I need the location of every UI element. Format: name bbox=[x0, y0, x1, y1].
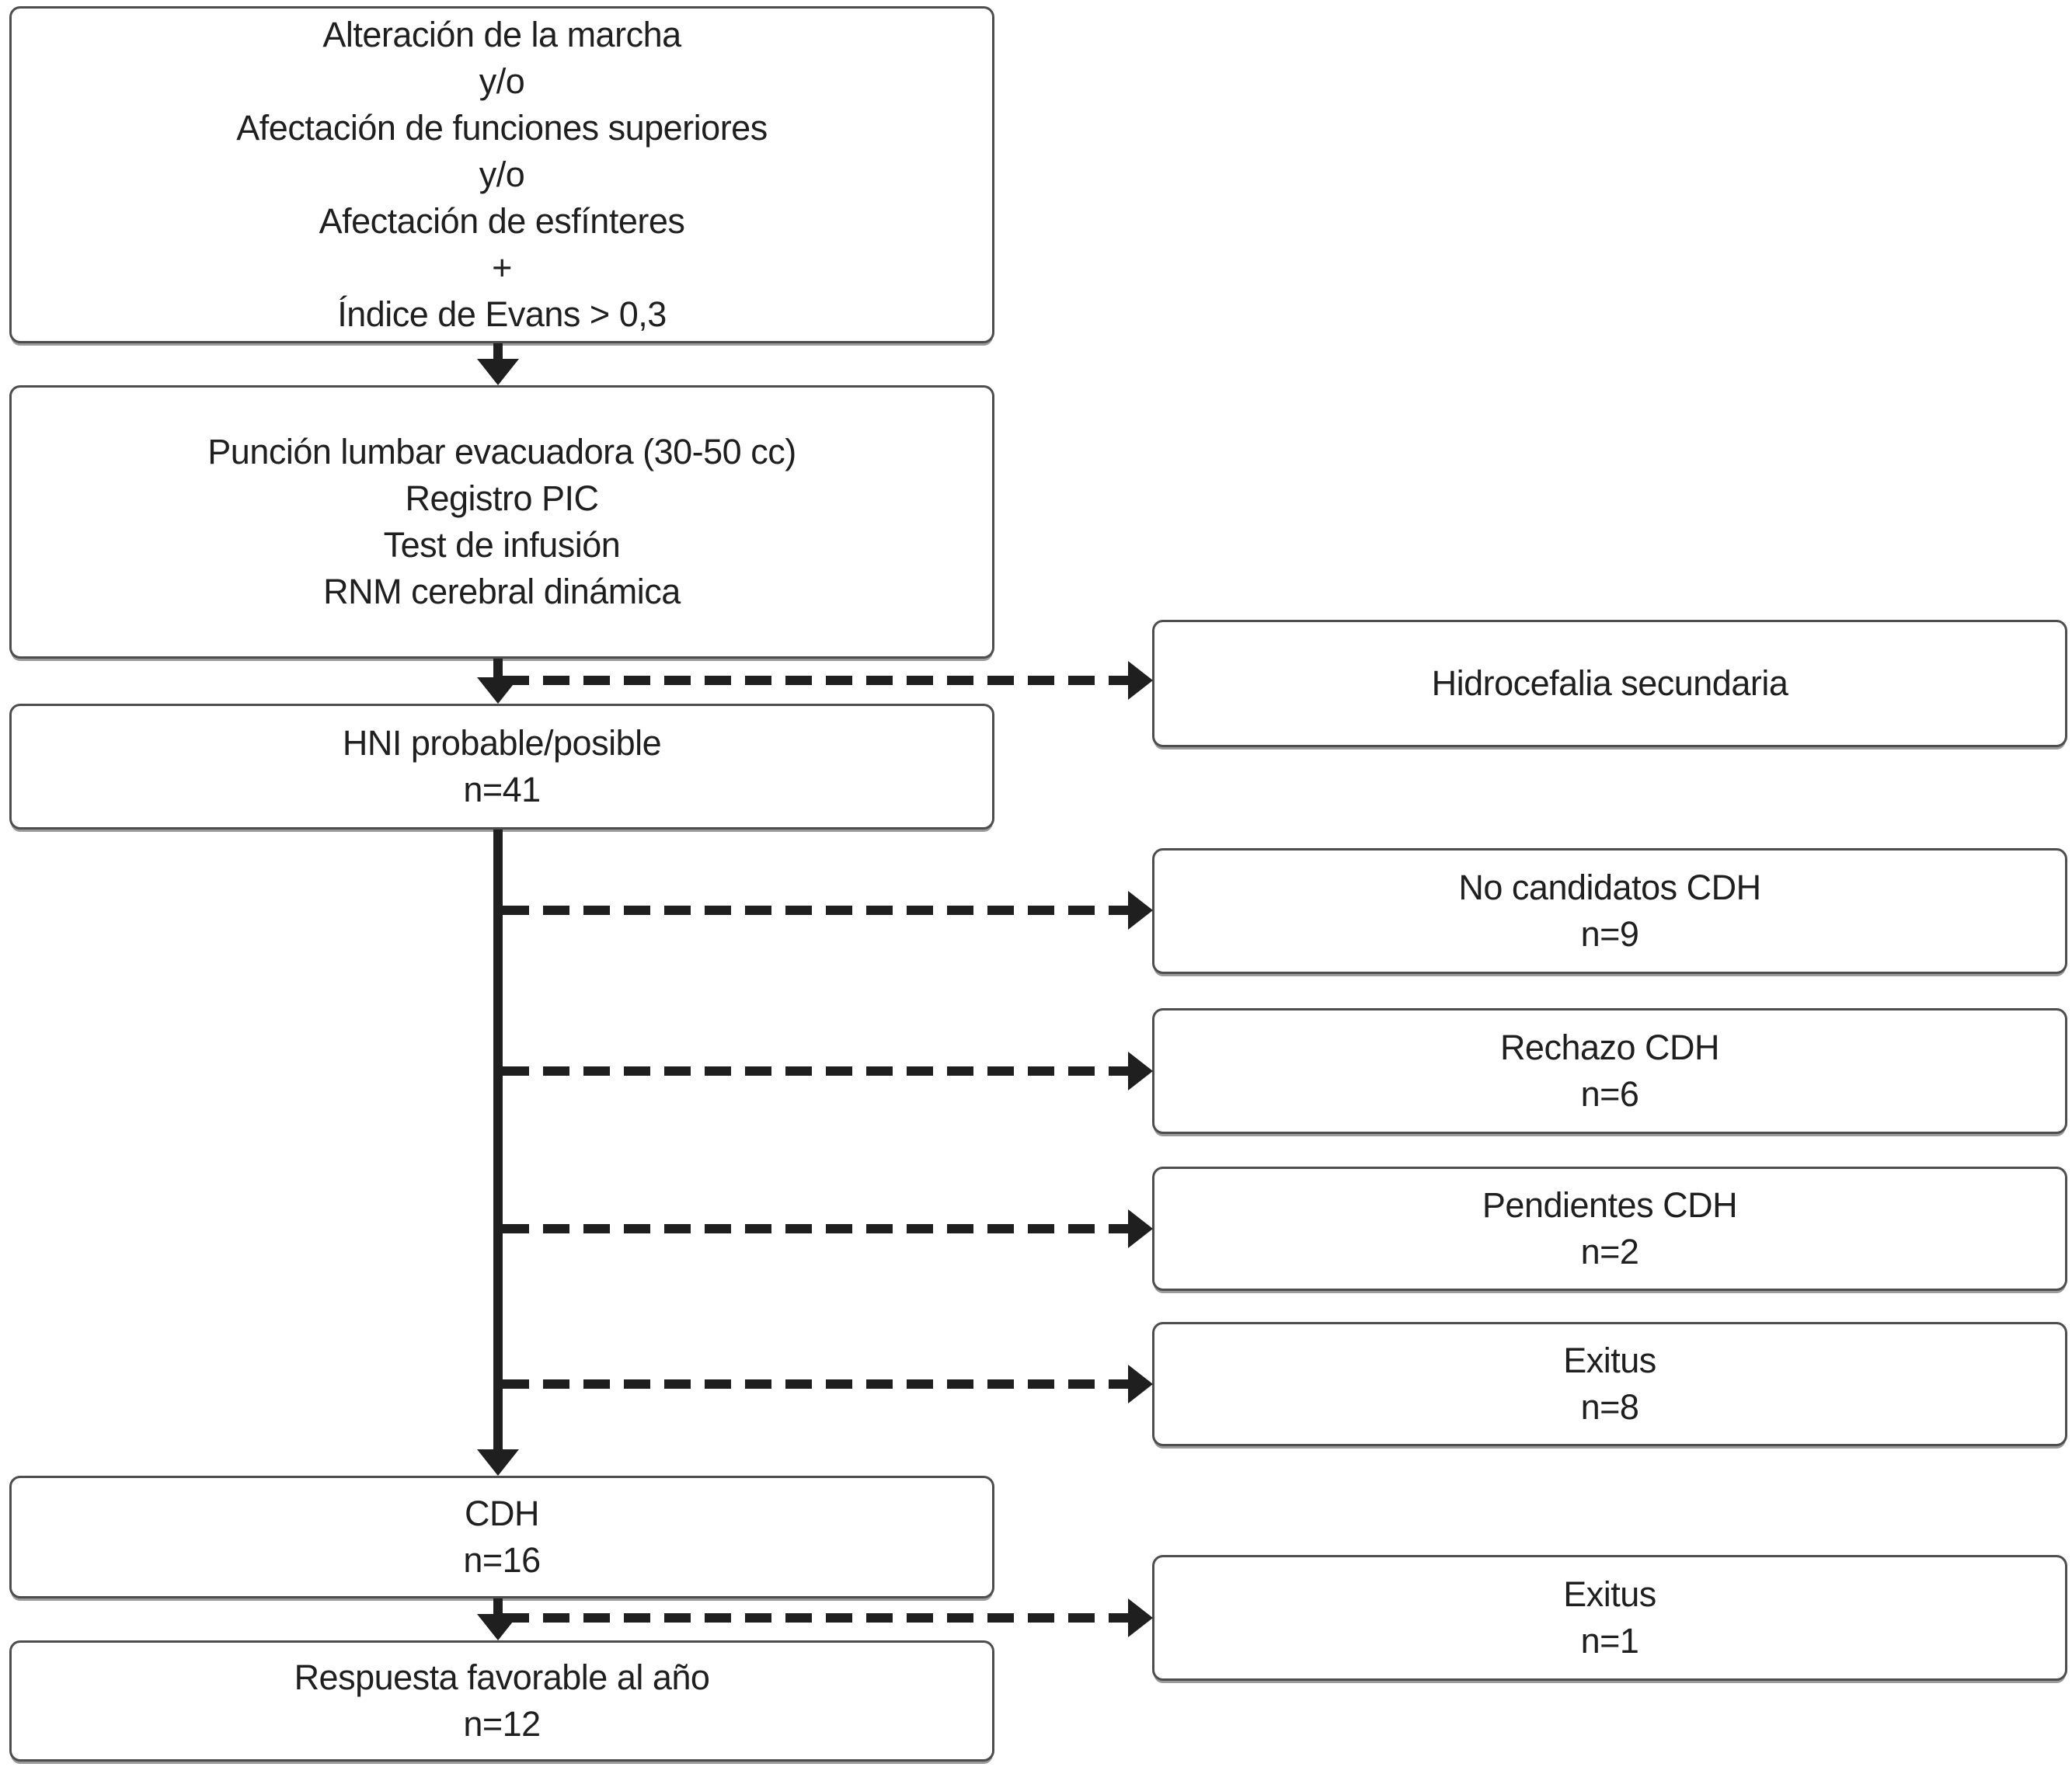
exitus-pre-title: Exitus bbox=[1563, 1341, 1656, 1380]
pendientes-box: Pendientes CDH n=2 bbox=[1152, 1167, 2067, 1291]
diagnostic-tests-box: Punción lumbar evacuadora (30-50 cc) Reg… bbox=[9, 385, 994, 659]
rechazo-box: Rechazo CDH n=6 bbox=[1152, 1008, 2067, 1134]
right-arrowhead-icon bbox=[1128, 1209, 1153, 1248]
criteria-line: Alteración de la marcha bbox=[322, 15, 681, 54]
pendientes-title: Pendientes CDH bbox=[1482, 1185, 1738, 1225]
exitus-post-count: n=1 bbox=[1580, 1621, 1639, 1661]
criteria-box: Alteración de la marcha y/o Afectación d… bbox=[9, 6, 994, 343]
exitus-pre-count: n=8 bbox=[1580, 1387, 1639, 1427]
dashed-connector-hidrocefalia bbox=[503, 676, 1128, 685]
criteria-line: Afectación de funciones superiores bbox=[236, 108, 768, 148]
rechazo-count: n=6 bbox=[1580, 1074, 1639, 1114]
tests-line: Registro PIC bbox=[405, 478, 599, 518]
hni-box: HNI probable/posible n=41 bbox=[9, 704, 994, 830]
respuesta-title: Respuesta favorable al año bbox=[294, 1657, 710, 1697]
connector-hni-to-cdh bbox=[493, 830, 503, 1454]
hni-count: n=41 bbox=[463, 770, 541, 809]
no-candidatos-title: No candidatos CDH bbox=[1458, 868, 1761, 907]
exitus-pre-box: Exitus n=8 bbox=[1152, 1322, 2067, 1446]
tests-line: Punción lumbar evacuadora (30-50 cc) bbox=[207, 432, 796, 471]
hidrocefalia-title: Hidrocefalia secundaria bbox=[1431, 663, 1788, 703]
respuesta-count: n=12 bbox=[463, 1704, 541, 1744]
dashed-connector-no-candidatos bbox=[503, 906, 1128, 915]
tests-line: RNM cerebral dinámica bbox=[323, 572, 681, 611]
criteria-line: + bbox=[492, 248, 512, 287]
connector-criteria-to-tests bbox=[493, 343, 503, 363]
dashed-connector-exitus-pre bbox=[503, 1379, 1128, 1389]
rechazo-title: Rechazo CDH bbox=[1499, 1028, 1720, 1067]
right-arrowhead-icon bbox=[1128, 1365, 1153, 1404]
dashed-connector-pendientes bbox=[503, 1224, 1128, 1233]
criteria-line: y/o bbox=[479, 155, 525, 194]
exitus-post-box: Exitus n=1 bbox=[1152, 1555, 2067, 1681]
right-arrowhead-icon bbox=[1128, 1052, 1153, 1090]
right-arrowhead-icon bbox=[1128, 1598, 1153, 1637]
exitus-post-title: Exitus bbox=[1563, 1574, 1656, 1614]
hidrocefalia-secundaria-box: Hidrocefalia secundaria bbox=[1152, 620, 2067, 747]
criteria-line: y/o bbox=[479, 61, 525, 101]
cdh-title: CDH bbox=[465, 1494, 540, 1533]
right-arrowhead-icon bbox=[1128, 661, 1153, 700]
cdh-count: n=16 bbox=[463, 1540, 541, 1580]
pendientes-count: n=2 bbox=[1580, 1232, 1639, 1271]
hni-title: HNI probable/posible bbox=[342, 723, 662, 763]
dashed-connector-exitus-post bbox=[503, 1613, 1128, 1623]
dashed-connector-rechazo bbox=[503, 1066, 1128, 1076]
respuesta-box: Respuesta favorable al año n=12 bbox=[9, 1640, 994, 1762]
criteria-line: Afectación de esfínteres bbox=[319, 201, 685, 241]
down-arrowhead-icon bbox=[477, 359, 519, 385]
down-arrowhead-icon bbox=[477, 1449, 519, 1476]
no-candidatos-box: No candidatos CDH n=9 bbox=[1152, 848, 2067, 974]
right-arrowhead-icon bbox=[1128, 891, 1153, 930]
no-candidatos-count: n=9 bbox=[1580, 914, 1639, 954]
criteria-line: Índice de Evans > 0,3 bbox=[337, 294, 667, 334]
tests-line: Test de infusión bbox=[383, 525, 621, 565]
cdh-box: CDH n=16 bbox=[9, 1476, 994, 1598]
